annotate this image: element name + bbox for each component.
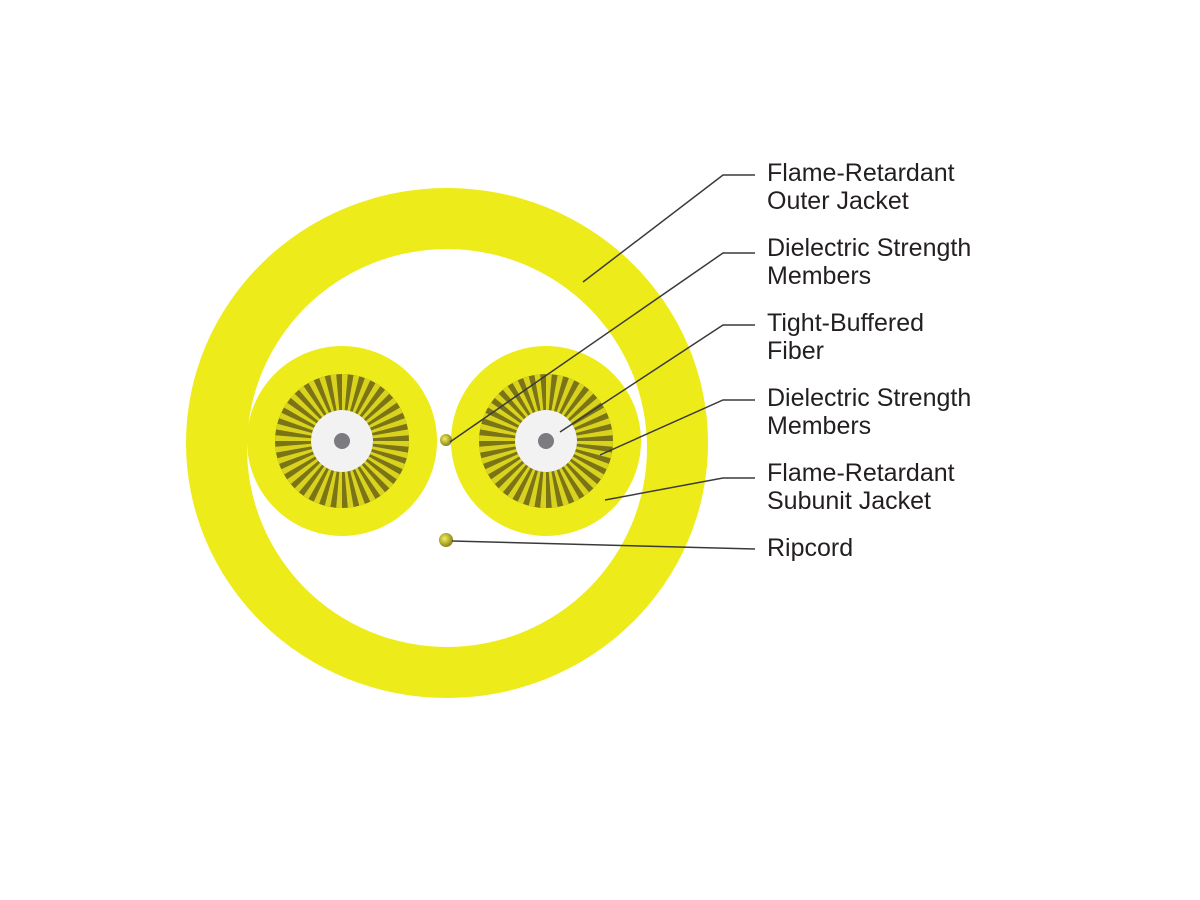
strength-yarn-strand — [277, 449, 313, 464]
strength-yarn-strand — [359, 464, 386, 496]
leader-ripcord — [451, 540, 756, 550]
strength-yarn-strand — [275, 443, 312, 453]
fiber-core-right — [538, 433, 554, 449]
strength-yarn-strand — [352, 378, 371, 413]
strength-yarn-strand — [313, 469, 332, 504]
strength-yarn-strand — [485, 454, 520, 475]
strength-yarn-strand — [363, 460, 394, 489]
strength-yarn-strand — [548, 471, 558, 508]
strength-yarn-strand — [371, 418, 407, 433]
strength-yarn-strand — [372, 429, 409, 439]
strength-yarn-strand — [279, 412, 314, 431]
strength-yarn-strand — [561, 383, 585, 416]
strength-yarn-strand — [298, 386, 325, 418]
strength-yarn-strand — [357, 383, 381, 416]
strength-yarn-strand — [342, 374, 348, 411]
strength-yarn-strand — [347, 375, 360, 412]
strength-yarn-strand — [303, 466, 327, 499]
strength-yarn-strand — [571, 456, 604, 480]
strength-yarn-strand — [367, 456, 400, 480]
tight-buffered-fiber-label: Tight-Buffered Fiber — [767, 309, 931, 365]
strength-yarn-strand — [540, 471, 546, 508]
strength-yarn-strand — [372, 441, 409, 447]
strength-yarn-strand — [355, 467, 376, 502]
strength-yarn-strand — [319, 376, 334, 412]
strength-yarn-strand — [498, 462, 527, 493]
strength-yarn-strand — [551, 375, 564, 412]
strength-yarn-strand — [276, 423, 313, 436]
strength-yarn-strand — [575, 418, 611, 433]
ripcord — [439, 533, 453, 547]
strength-yarn-strand — [368, 407, 403, 428]
subunit-left — [247, 346, 437, 536]
strength-yarn-strand — [330, 374, 340, 411]
strength-yarn-strand — [350, 470, 365, 506]
strength-yarn-strand — [563, 464, 590, 496]
strength-yarn-strand — [534, 374, 544, 411]
ripcord-label: Ripcord — [767, 534, 853, 562]
outer-jacket-label: Flame-Retardant Outer Jacket — [767, 159, 962, 215]
strength-yarn-strand — [365, 397, 397, 424]
strength-yarn-strand — [324, 470, 337, 507]
strength-yarn-strand — [502, 386, 529, 418]
strength-yarn-strand — [567, 460, 598, 489]
strength-yarn-strand — [517, 469, 536, 504]
strength-yarn-strand — [308, 380, 329, 415]
strength-yarn-strand — [491, 458, 523, 485]
strength-yarn-strand — [576, 441, 613, 447]
strength-yarn-strand — [275, 435, 312, 441]
strength-yarn-strand — [574, 451, 609, 470]
strength-yarn-strand — [575, 446, 612, 459]
strength-yarn-strand — [512, 380, 533, 415]
strength-yarn-strand — [559, 467, 580, 502]
strength-yarn-strand — [294, 462, 323, 493]
strength-yarn-strand — [494, 393, 525, 422]
strength-yarn-strand — [370, 451, 405, 470]
strength-yarn-strand — [488, 402, 521, 426]
strength-yarn-strand — [507, 466, 531, 499]
strength-yarn-strand — [576, 429, 613, 439]
strength-yarn-strand — [546, 374, 552, 411]
center-strength-member — [440, 434, 452, 446]
strength-yarn-strand — [479, 435, 516, 441]
strength-yarn-strand — [361, 389, 390, 420]
fiber-core-left — [334, 433, 350, 449]
strength-members-label-2: Dielectric Strength Members — [767, 384, 978, 440]
strength-yarn-strand — [523, 376, 538, 412]
strength-yarn-strand — [336, 471, 342, 508]
strength-yarn-strand — [554, 470, 569, 506]
leader-strength-members-2 — [599, 399, 755, 456]
leader-subunit-jacket — [604, 477, 755, 501]
strength-yarn-strand — [480, 423, 517, 436]
strength-yarn-strand — [479, 443, 516, 453]
subunit-jacket-label: Flame-Retardant Subunit Jacket — [767, 459, 962, 515]
leader-lines — [449, 174, 756, 550]
strength-yarn-strand — [344, 471, 354, 508]
strength-yarn-strand — [483, 412, 518, 431]
strength-members-label-1: Dielectric Strength Members — [767, 234, 978, 290]
strength-yarn-strand — [287, 458, 319, 485]
strength-yarn-strand — [290, 393, 321, 422]
strength-yarn-strand — [572, 407, 607, 428]
leader-outer-jacket — [582, 174, 755, 283]
strength-yarn-strand — [528, 470, 541, 507]
strength-yarn-strand — [565, 389, 594, 420]
strength-yarn-strand — [569, 397, 601, 424]
subunit-right — [451, 346, 641, 536]
strength-yarn-strand — [556, 378, 575, 413]
leader-strength-members-1 — [449, 252, 755, 443]
leader-tight-buffered-fiber — [559, 324, 755, 433]
strength-yarn-strand — [371, 446, 408, 459]
strength-yarn-strand — [481, 449, 517, 464]
callout-labels: Flame-Retardant Outer Jacket Dielectric … — [767, 159, 978, 562]
strength-yarn-strand — [281, 454, 316, 475]
strength-yarn-strand — [284, 402, 317, 426]
